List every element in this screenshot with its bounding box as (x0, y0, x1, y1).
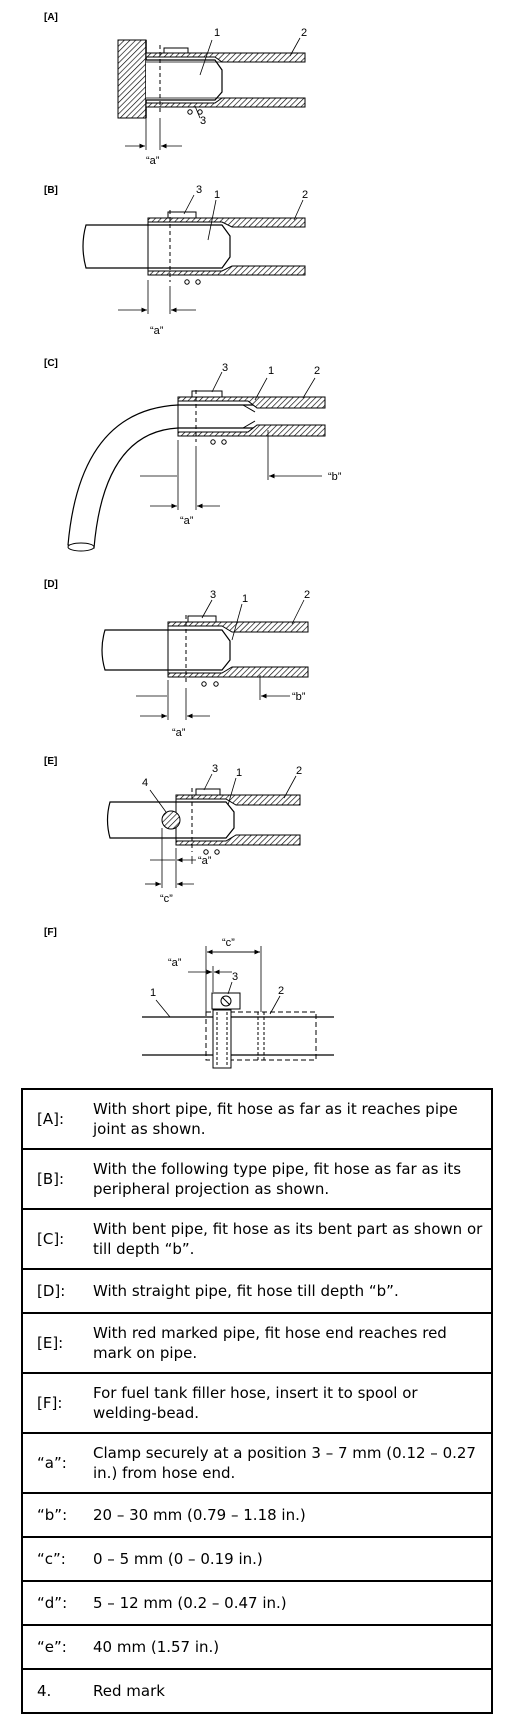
callout-2: 2 (278, 985, 284, 997)
legend-code: “d”: (21, 1580, 93, 1626)
dim-c-label: “c” (222, 937, 235, 949)
callout-3: 3 (196, 184, 202, 196)
legend-code: “e”: (21, 1624, 93, 1670)
legend-code: [A]: (21, 1088, 93, 1150)
pipe (101, 629, 231, 671)
clamp-top (195, 788, 221, 796)
wall-joint (117, 39, 147, 119)
panel-a: [A] 1 2 3 “a” (44, 12, 307, 167)
legend-text: With bent pipe, fit hose as its bent par… (93, 1208, 493, 1270)
legend-text: Clamp securely at a position 3 – 7 mm (0… (93, 1432, 493, 1494)
legend-table: [A]:With short pipe, fit hose as far as … (21, 1088, 493, 1714)
legend-row: “d”:5 – 12 mm (0.2 – 0.47 in.) (21, 1580, 493, 1626)
legend-row: [D]:With straight pipe, fit hose till de… (21, 1268, 493, 1314)
legend-text: 40 mm (1.57 in.) (93, 1624, 493, 1670)
legend-row: “c”:0 – 5 mm (0 – 0.19 in.) (21, 1536, 493, 1582)
legend-code: 4. (21, 1668, 93, 1714)
legend-row: “b”:20 – 30 mm (0.79 – 1.18 in.) (21, 1492, 493, 1538)
callout-1: 1 (236, 767, 242, 779)
callout-3: 3 (210, 589, 216, 601)
panel-e: [E] 4 3 1 2 “a” “c” (44, 756, 302, 905)
clamp-bead (210, 439, 216, 445)
legend-text: With short pipe, fit hose as far as it r… (93, 1088, 493, 1150)
legend-text: 0 – 5 mm (0 – 0.19 in.) (93, 1536, 493, 1582)
dim-a-label: “a” (168, 957, 182, 969)
dim-a-label: “a” (180, 515, 194, 527)
legend-row: 4.Red mark (21, 1668, 493, 1714)
legend-row: [E]:With red marked pipe, fit hose end r… (21, 1312, 493, 1374)
clamp-bead (187, 109, 193, 115)
red-mark (161, 810, 181, 830)
legend-code: “c”: (21, 1536, 93, 1582)
legend-row: [F]:For fuel tank filler hose, insert it… (21, 1372, 493, 1434)
dim-b-label: “b” (328, 471, 342, 483)
legend-code: “b”: (21, 1492, 93, 1538)
pipe (146, 59, 223, 101)
legend-text: 5 – 12 mm (0.2 – 0.47 in.) (93, 1580, 493, 1626)
legend-text: With red marked pipe, fit hose end reach… (93, 1312, 493, 1374)
legend-row: “e”:40 mm (1.57 in.) (21, 1624, 493, 1670)
panel-c: [C] 3 1 2 “a” “b” (44, 358, 342, 552)
clamp-top (191, 390, 223, 398)
legend-text: With the following type pipe, fit hose a… (93, 1148, 493, 1210)
hose-fitting-figures: [A] 1 2 3 “a” [B] (44, 12, 342, 1069)
dim-a-label: “a” (146, 155, 160, 167)
legend-row: [B]:With the following type pipe, fit ho… (21, 1148, 493, 1210)
panel-c-tag: [C] (44, 358, 58, 369)
dim-a-label: “a” (198, 855, 212, 867)
panel-b: [B] 3 1 2 “a” (44, 184, 308, 337)
callout-1: 1 (214, 189, 220, 201)
legend-code: [C]: (21, 1208, 93, 1270)
hose (205, 1011, 317, 1061)
callout-1: 1 (268, 365, 274, 377)
pipe (82, 224, 231, 269)
legend-code: [B]: (21, 1148, 93, 1210)
callout-2: 2 (301, 27, 307, 39)
callout-3: 3 (232, 971, 238, 983)
legend-row: [A]:With short pipe, fit hose as far as … (21, 1088, 493, 1150)
callout-4: 4 (142, 777, 148, 789)
clamp-bead (184, 279, 190, 285)
callout-3: 3 (200, 115, 206, 127)
callout-2: 2 (302, 189, 308, 201)
legend-row: “a”:Clamp securely at a position 3 – 7 m… (21, 1432, 493, 1494)
legend-code: [E]: (21, 1312, 93, 1374)
clamp-band (212, 1009, 232, 1069)
legend-code: “a”: (21, 1432, 93, 1494)
clamp-top (163, 47, 189, 54)
callout-3: 3 (212, 763, 218, 775)
clamp-bead (201, 681, 207, 687)
callout-1: 1 (150, 987, 156, 999)
callout-2: 2 (296, 765, 302, 777)
legend-text: Red mark (93, 1668, 493, 1714)
bent-pipe (67, 404, 255, 549)
legend-code: [F]: (21, 1372, 93, 1434)
clamp-top (167, 211, 197, 219)
dim-b-label: “b” (292, 691, 306, 703)
legend-text: With straight pipe, fit hose till depth … (93, 1268, 493, 1314)
legend-row: [C]:With bent pipe, fit hose as its bent… (21, 1208, 493, 1270)
panel-a-tag: [A] (44, 12, 58, 23)
legend-text: For fuel tank filler hose, insert it to … (93, 1372, 493, 1434)
callout-3: 3 (222, 362, 228, 374)
panel-e-tag: [E] (44, 756, 57, 767)
callout-2: 2 (314, 365, 320, 377)
callout-1: 1 (242, 593, 248, 605)
dim-c-label: “c” (160, 893, 173, 905)
clamp-top (187, 615, 217, 623)
legend-text: 20 – 30 mm (0.79 – 1.18 in.) (93, 1492, 493, 1538)
legend-code: [D]: (21, 1268, 93, 1314)
clamp-bead (203, 849, 209, 855)
dim-a-label: “a” (172, 727, 186, 739)
panel-f: [F] 1 3 2 “a” “c” (44, 927, 334, 1069)
panel-d: [D] 3 1 2 “a” “b” (44, 579, 310, 739)
panel-f-tag: [F] (44, 927, 57, 938)
dim-a-label: “a” (150, 325, 164, 337)
panel-b-tag: [B] (44, 185, 58, 196)
panel-d-tag: [D] (44, 579, 58, 590)
callout-1: 1 (214, 27, 220, 39)
callout-2: 2 (304, 589, 310, 601)
